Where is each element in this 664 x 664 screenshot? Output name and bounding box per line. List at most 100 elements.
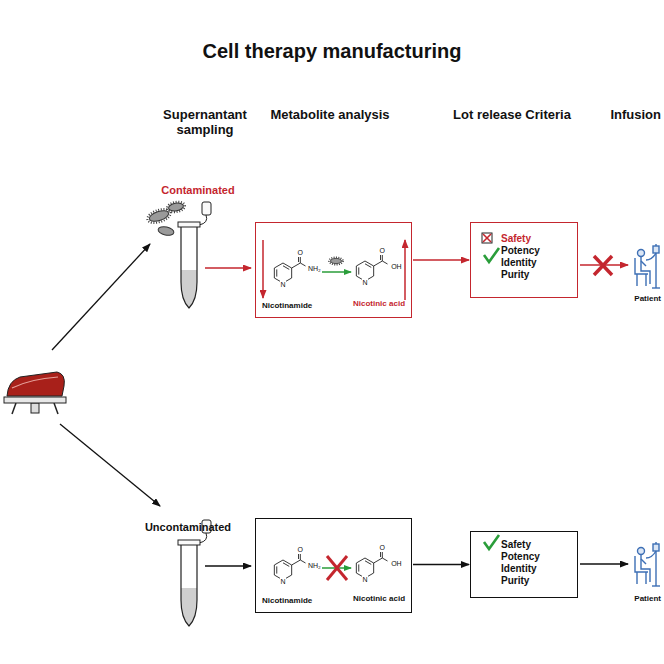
atom-label: O — [380, 247, 385, 254]
blocked-cross — [594, 256, 612, 275]
condition-label: Uncontaminated — [123, 521, 253, 534]
atom-label: N — [362, 575, 367, 582]
chemical-bond — [292, 263, 301, 268]
chemical-bond — [283, 266, 289, 270]
patient-icon — [635, 244, 660, 288]
decrease-arrow — [262, 240, 264, 298]
atom-label: O — [380, 544, 385, 551]
flow-connector — [413, 259, 469, 261]
failed-checkbox — [482, 233, 492, 243]
chemical-bond — [365, 261, 374, 266]
atom-label: NH₂ — [308, 265, 321, 272]
chemical-bond — [358, 267, 359, 274]
atom-label: OH — [391, 263, 402, 270]
chemical-bond — [298, 257, 299, 262]
chemical-bond — [368, 573, 374, 576]
chemical-bond — [286, 575, 292, 578]
chemical-bond — [274, 268, 275, 278]
flow-arrow — [205, 565, 251, 566]
chemical-bond — [274, 263, 283, 268]
atom-label: OH — [391, 560, 402, 567]
chemical-bond — [274, 575, 280, 578]
chemical-bond — [356, 558, 365, 563]
metabolite-name: Nicotinamide — [262, 597, 312, 606]
chemical-bond — [373, 266, 374, 276]
pass-check — [484, 248, 499, 262]
atom-label: N — [280, 577, 285, 584]
chemical-bond — [276, 566, 277, 573]
conversion-arrow — [322, 271, 351, 273]
chemical-bond — [274, 278, 280, 281]
criterion-text: Purity — [501, 575, 567, 587]
chemical-bond — [382, 552, 383, 558]
increase-arrow — [404, 240, 406, 300]
metabolite-name: Nicotinic acid — [353, 595, 405, 604]
chemical-bond — [373, 563, 374, 573]
chemical-bond — [356, 563, 357, 573]
flow-arrow — [205, 267, 251, 269]
column-header: Infusion — [610, 108, 661, 123]
atom-label: NH₂ — [308, 562, 321, 569]
patient-icon — [635, 542, 660, 586]
chemical-bond — [356, 276, 362, 279]
criterion-text: Potency — [501, 245, 567, 257]
column-header: Lot release Criteria — [427, 108, 597, 123]
column-header: Supernantant sampling — [150, 108, 260, 138]
chemical-bond — [374, 558, 383, 563]
flow-connector — [413, 564, 469, 565]
criteria-box: SafetyPotencyIdentityPurity — [470, 222, 578, 298]
chemical-bond — [291, 268, 292, 278]
chemical-bond — [274, 560, 283, 565]
chemical-bond — [283, 563, 289, 567]
sample-tube — [178, 202, 211, 308]
chemical-bond — [300, 554, 301, 560]
metabolite-box: Nicotinamide Nicotinic acid — [255, 222, 412, 318]
chemical-bond — [382, 255, 383, 261]
atom-label: N — [362, 278, 367, 285]
flow-arrow — [580, 563, 628, 564]
chemical-bond — [365, 264, 371, 268]
metabolite-box: Nicotinamide Nicotinic acid — [255, 518, 412, 613]
chemical-bond — [291, 565, 292, 575]
criterion-text: Safety — [501, 233, 567, 245]
diagram-title: Cell therapy manufacturing — [0, 40, 664, 63]
bioreactor-icon — [4, 372, 66, 414]
chemical-bond — [300, 560, 305, 563]
atom-label: O — [298, 249, 303, 256]
flow-arrow — [52, 244, 150, 350]
chemical-bond — [292, 560, 301, 565]
bacteria-icon — [329, 257, 343, 264]
bacteria-icon — [146, 201, 186, 237]
chemical-bond — [380, 255, 381, 260]
sample-tube — [178, 520, 211, 626]
chemical-bond — [380, 552, 381, 557]
chemical-bond — [365, 561, 371, 565]
chemical-bond — [356, 261, 365, 266]
pass-check — [484, 535, 499, 549]
condition-label: Contaminated — [138, 184, 258, 197]
chemical-bond — [368, 276, 374, 279]
chemical-bond — [283, 560, 292, 565]
atom-label: N — [280, 280, 285, 287]
metabolite-name: Nicotinamide — [262, 302, 312, 311]
atom-label: O — [298, 546, 303, 553]
chemical-bond — [365, 558, 374, 563]
chemical-bond — [356, 266, 357, 276]
chemical-bond — [300, 257, 301, 263]
chemical-bond — [300, 263, 305, 266]
flow-arrow — [60, 424, 160, 506]
chemical-bond — [374, 261, 383, 266]
chemical-bond — [274, 565, 275, 575]
criterion-text: Safety — [501, 539, 567, 551]
criteria-box: SafetyPotencyIdentityPurity — [470, 531, 578, 598]
criterion-text: Purity — [501, 269, 567, 281]
chemical-bond — [298, 554, 299, 559]
criterion-text: Identity — [501, 257, 567, 269]
chemical-bond — [382, 261, 387, 264]
chemical-bond — [358, 564, 359, 571]
chemical-bond — [276, 269, 277, 276]
metabolite-name: Nicotinic acid — [353, 300, 405, 309]
